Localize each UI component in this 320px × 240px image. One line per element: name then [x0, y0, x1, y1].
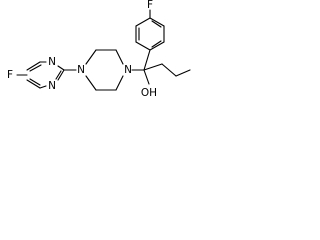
piperazine-ring	[85, 49, 124, 91]
bond-propyl3	[175, 69, 191, 77]
bond-c5-c6-double	[29, 64, 42, 72]
bond-n1-c-bot	[115, 75, 124, 91]
atom-f-phenyl: F	[147, 0, 153, 11]
bond-c2-n3-double	[55, 70, 62, 80]
bond-c4-c5	[26, 79, 41, 89]
bond-n3-c4	[39, 85, 47, 89]
bond-c2-n3	[57, 69, 65, 81]
bond-c-phenyl	[143, 49, 151, 71]
atom-n-pyrimidine-top: N	[48, 56, 56, 68]
bond-ph-double-c	[151, 40, 162, 48]
quaternary-carbon-substituents	[143, 49, 191, 85]
atom-n-piperazine-left: N	[77, 64, 85, 76]
structure-diagram: F N N N N F OH	[7, 0, 191, 99]
bond-c5-c6	[26, 61, 41, 71]
bond-n4-c-top	[85, 49, 97, 65]
bond-c-top2-n1	[115, 49, 124, 65]
bond-c4-c5-double	[29, 78, 41, 86]
bond-ph-4	[149, 17, 165, 27]
bond-propyl2	[161, 63, 177, 77]
bond-ph-1	[135, 41, 151, 51]
bond-c-oh	[143, 69, 150, 85]
atom-n-piperazine-right: N	[124, 64, 132, 76]
bond-ph-6	[149, 41, 165, 51]
atom-n-pyrimidine-bottom: N	[48, 80, 56, 92]
atom-f-pyrimidine: F	[7, 69, 13, 81]
atom-oh: OH	[141, 87, 157, 99]
bond-c-propyl1	[143, 63, 163, 71]
fluorophenyl-ring	[135, 9, 165, 51]
atom-labels: F N N N N F OH	[7, 0, 157, 99]
bond-ph-double-b	[151, 20, 162, 28]
bond-n1-c2	[57, 65, 65, 71]
pyrimidine-ring	[16, 61, 65, 89]
bond-c-bot2-n4	[85, 75, 97, 91]
bond-ph-3	[135, 17, 151, 27]
